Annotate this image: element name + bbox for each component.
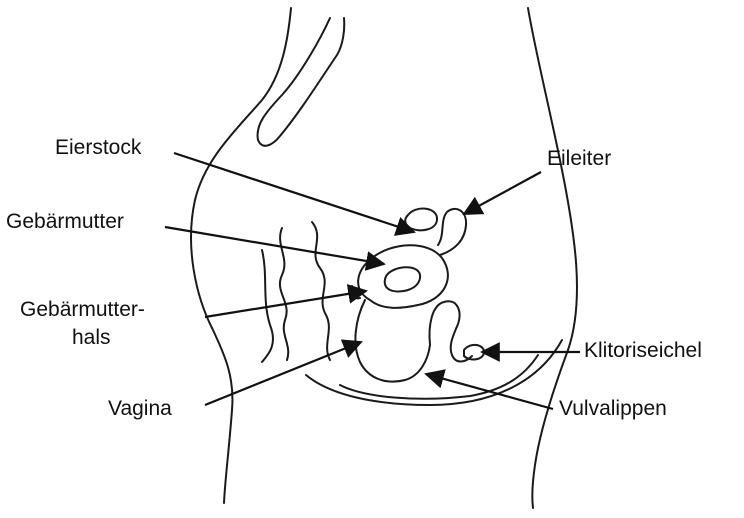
label-gebaermutterhals-line1: Gebärmutter-	[20, 297, 145, 323]
leader-eileiter	[464, 172, 541, 214]
body-front-outline	[528, 8, 577, 508]
vaginal-canal	[355, 300, 430, 382]
leader-vagina	[205, 342, 361, 405]
label-vagina: Vagina	[108, 396, 172, 422]
leader-gebaermutter	[165, 227, 384, 264]
leader-eierstock	[174, 153, 414, 232]
label-vulvalippen: Vulvalippen	[559, 396, 667, 422]
bladder	[430, 301, 472, 361]
label-gebaermutter: Gebärmutter	[6, 209, 124, 235]
leader-gebaermutterhals	[205, 291, 366, 317]
fallopian-tube	[438, 209, 466, 255]
uterus-cavity	[385, 267, 420, 291]
label-eierstock: Eierstock	[55, 135, 141, 161]
label-klitoriseichel: Klitoriseichel	[584, 338, 702, 364]
intestine-loop-2	[312, 222, 330, 360]
label-gebaermutterhals-line2: hals	[72, 325, 111, 351]
uterus-outer	[358, 245, 448, 308]
body-back-outline	[191, 8, 291, 503]
label-eileiter: Eileiter	[547, 146, 611, 172]
ovary	[405, 209, 437, 231]
arm-outline	[258, 18, 345, 146]
clitoris	[464, 345, 484, 360]
